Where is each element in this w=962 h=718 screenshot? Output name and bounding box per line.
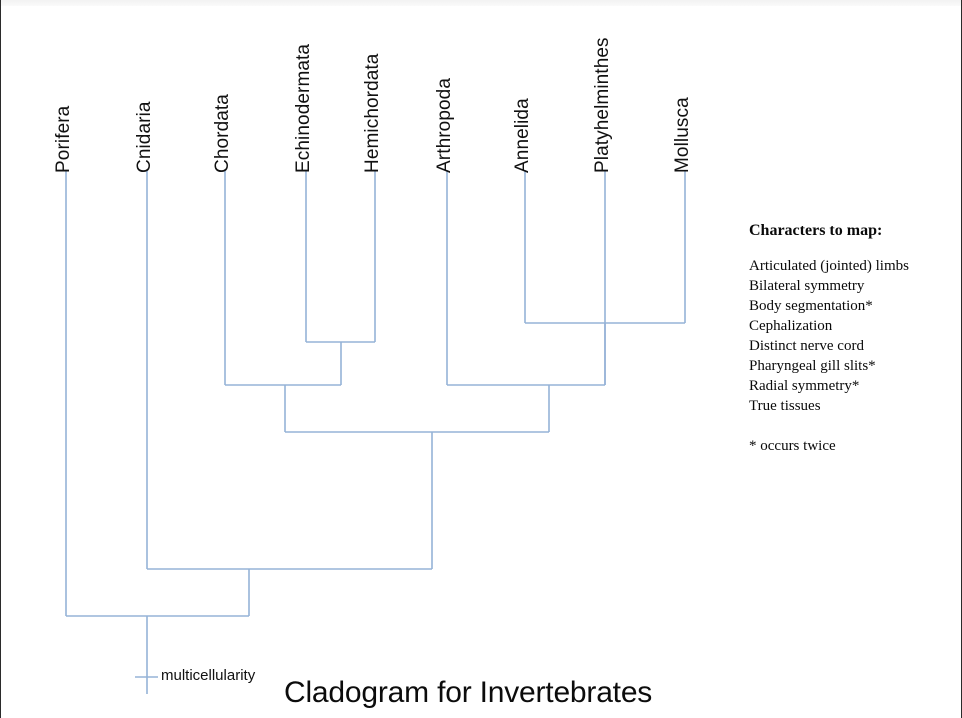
page-top-strip: [1, 0, 961, 6]
legend-character-item: True tissues: [749, 398, 821, 414]
legend-character-item: Distinct nerve cord: [749, 338, 864, 354]
taxon-label-porifera: Porifera: [53, 105, 74, 173]
legend-footnote: * occurs twice: [749, 438, 836, 454]
root-character-label: multicellularity: [161, 667, 256, 684]
legend-character-item: Cephalization: [749, 318, 833, 334]
legend-character-item: Radial symmetry*: [749, 378, 860, 394]
taxon-label-hemichordata: Hemichordata: [362, 53, 383, 173]
legend-character-item: Bilateral symmetry: [749, 278, 865, 294]
tree-branch-lines: [65, 170, 686, 694]
taxon-label-annelida: Annelida: [512, 98, 533, 173]
taxon-label-chordata: Chordata: [212, 94, 233, 173]
taxon-label-mollusca: Mollusca: [672, 97, 693, 173]
legend-character-item: Pharyngeal gill slits*: [749, 358, 876, 374]
taxon-label-cnidaria: Cnidaria: [134, 101, 155, 173]
taxon-label-platyhelminthes: Platyhelminthes: [592, 37, 613, 173]
legend-character-item: Articulated (jointed) limbs: [749, 258, 909, 274]
legend-character-item: Body segmentation*: [749, 298, 873, 314]
legend-heading: Characters to map:: [749, 222, 883, 239]
page-title: Cladogram for Invertebrates: [284, 676, 653, 709]
characters-legend: Characters to map: Articulated (jointed)…: [749, 222, 949, 456]
taxon-label-echinodermata: Echinodermata: [293, 43, 314, 173]
taxon-label-arthropoda: Arthropoda: [434, 77, 455, 173]
